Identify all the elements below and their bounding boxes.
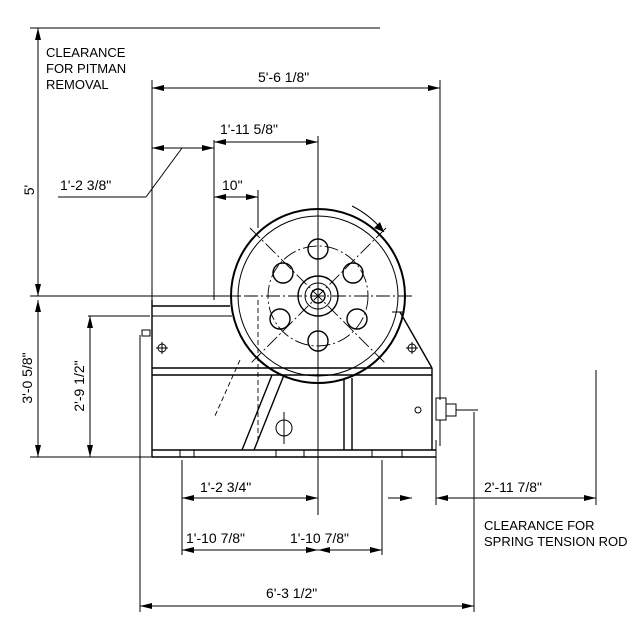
- spring-clearance-note-line2: SPRING TENSION ROD: [484, 534, 628, 549]
- dim-left-offset: 1'-2 3/8": [60, 177, 111, 193]
- dim-spring-clearance: 2'-11 7/8": [484, 479, 542, 495]
- dim-inner-offset: 10": [222, 177, 243, 193]
- dim-foot-offset: 1'-2 3/4": [200, 479, 251, 495]
- dim-frame-height: 2'-9 1/2": [71, 360, 87, 411]
- labels: CLEARANCE FOR PITMAN REMOVAL 5' 5'-6 1/8…: [19, 45, 628, 601]
- dim-foot-spacing-right: 1'-10 7/8": [290, 530, 349, 546]
- dim-clearance-height: 5': [21, 185, 37, 195]
- dimension-lines: [30, 27, 597, 612]
- spring-clearance-note-line1: CLEARANCE FOR: [484, 518, 595, 533]
- pitman-clearance-note-line3: REMOVAL: [46, 77, 109, 92]
- dim-overall-length: 6'-3 1/2": [266, 585, 317, 601]
- dim-overall-height: 3'-0 5/8": [19, 352, 35, 403]
- pitman-clearance-note-line2: FOR PITMAN: [46, 61, 126, 76]
- dim-overall-depth: 5'-6 1/8": [258, 69, 309, 85]
- dim-flywheel-center-offset: 1'-11 5/8": [220, 121, 278, 137]
- flywheel: [222, 200, 414, 392]
- crusher-frame: [141, 300, 478, 458]
- pitman-clearance-note-line1: CLEARANCE: [46, 45, 126, 60]
- dim-foot-spacing-left: 1'-10 7/8": [186, 530, 245, 546]
